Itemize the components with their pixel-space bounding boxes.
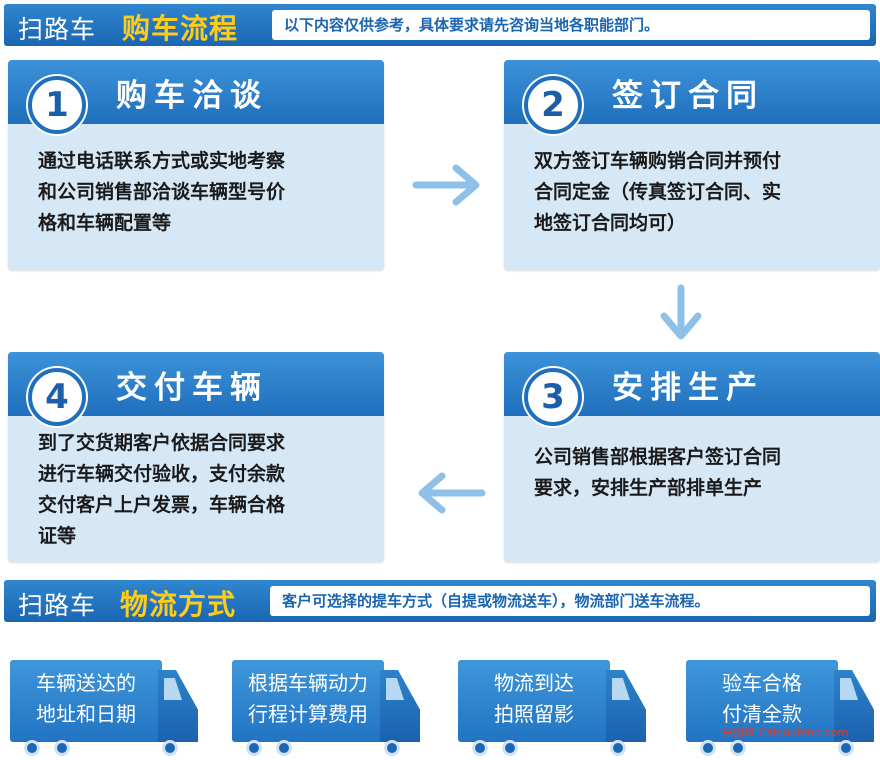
truck-label: 物流到达 拍照留影 xyxy=(494,671,574,726)
wheel-icon xyxy=(276,740,292,756)
wheel-icon xyxy=(162,740,178,756)
process-banner: 扫路车 购车流程 以下内容仅供参考，具体要求请先咨询当地各职能部门。 xyxy=(4,4,876,46)
banner-accent: 物流方式 xyxy=(120,588,237,621)
wheel-icon xyxy=(472,740,488,756)
step-title: 交付车辆 xyxy=(116,370,268,406)
wheel-icon xyxy=(730,740,746,756)
step-description: 双方签订车辆购销合同并预付 合同定金（传真签订合同、实 地签订合同均可） xyxy=(534,150,782,234)
step-title: 安排生产 xyxy=(612,370,764,406)
truck-step-3: 物流到达 拍照留影 xyxy=(458,660,650,758)
step-description: 到了交货期客户依据合同要求 进行车辆交付验收，支付余款 交付客户上户发票，车辆合… xyxy=(38,432,286,547)
wheel-icon xyxy=(24,740,40,756)
wheel-icon xyxy=(384,740,400,756)
wheel-icon xyxy=(700,740,716,756)
truck-cargo xyxy=(458,660,610,742)
step-description: 通过电话联系方式或实地考察 和公司销售部洽谈车辆型号价 格和车辆配置等 xyxy=(38,150,286,234)
banner-note: 以下内容仅供参考，具体要求请先咨询当地各职能部门。 xyxy=(272,10,870,40)
step-card-1: 1 购车洽谈 通过电话联系方式或实地考察 和公司销售部洽谈车辆型号价 格和车辆配… xyxy=(8,60,384,270)
truck-step-1: 车辆送达的 地址和日期 xyxy=(10,660,202,758)
truck-label: 车辆送达的 地址和日期 xyxy=(36,671,136,726)
banner-lead: 扫路车 xyxy=(18,591,97,620)
watermark: 采购峰 Caigoufeng.com xyxy=(722,726,849,739)
step-number-badge: 3 xyxy=(524,368,582,426)
step-number-badge: 4 xyxy=(28,368,86,426)
step-title: 签订合同 xyxy=(612,78,764,114)
arrow-left-icon xyxy=(418,472,486,514)
arrow-right-icon xyxy=(412,164,480,206)
truck-cargo xyxy=(10,660,162,742)
banner-accent: 购车流程 xyxy=(122,12,239,45)
step-title: 购车洽谈 xyxy=(116,78,268,114)
arrow-down-icon xyxy=(660,284,702,340)
step-card-2: 2 签订合同 双方签订车辆购销合同并预付 合同定金（传真签订合同、实 地签订合同… xyxy=(504,60,880,270)
step-card-4: 4 交付车辆 到了交货期客户依据合同要求 进行车辆交付验收，支付余款 交付客户上… xyxy=(8,352,384,562)
step-number-badge: 2 xyxy=(524,76,582,134)
wheel-icon xyxy=(610,740,626,756)
step-number-badge: 1 xyxy=(28,76,86,134)
truck-cargo xyxy=(232,660,384,742)
truck-label: 根据车辆动力 行程计算费用 xyxy=(248,671,368,726)
wheel-icon xyxy=(502,740,518,756)
banner-lead: 扫路车 xyxy=(18,15,97,44)
banner-note: 客户可选择的提车方式（自提或物流送车），物流部门送车流程。 xyxy=(270,586,870,616)
wheel-icon xyxy=(838,740,854,756)
truck-cargo xyxy=(686,660,838,742)
truck-label: 验车合格 付清全款 xyxy=(722,671,802,726)
wheel-icon xyxy=(246,740,262,756)
step-description: 公司销售部根据客户签订合同 要求，安排生产部排单生产 xyxy=(534,446,782,499)
logistics-banner: 扫路车 物流方式 客户可选择的提车方式（自提或物流送车），物流部门送车流程。 xyxy=(4,580,876,622)
truck-step-2: 根据车辆动力 行程计算费用 xyxy=(232,660,424,758)
wheel-icon xyxy=(54,740,70,756)
truck-step-4: 验车合格 付清全款 xyxy=(686,660,878,758)
step-card-3: 3 安排生产 公司销售部根据客户签订合同 要求，安排生产部排单生产 xyxy=(504,352,880,562)
